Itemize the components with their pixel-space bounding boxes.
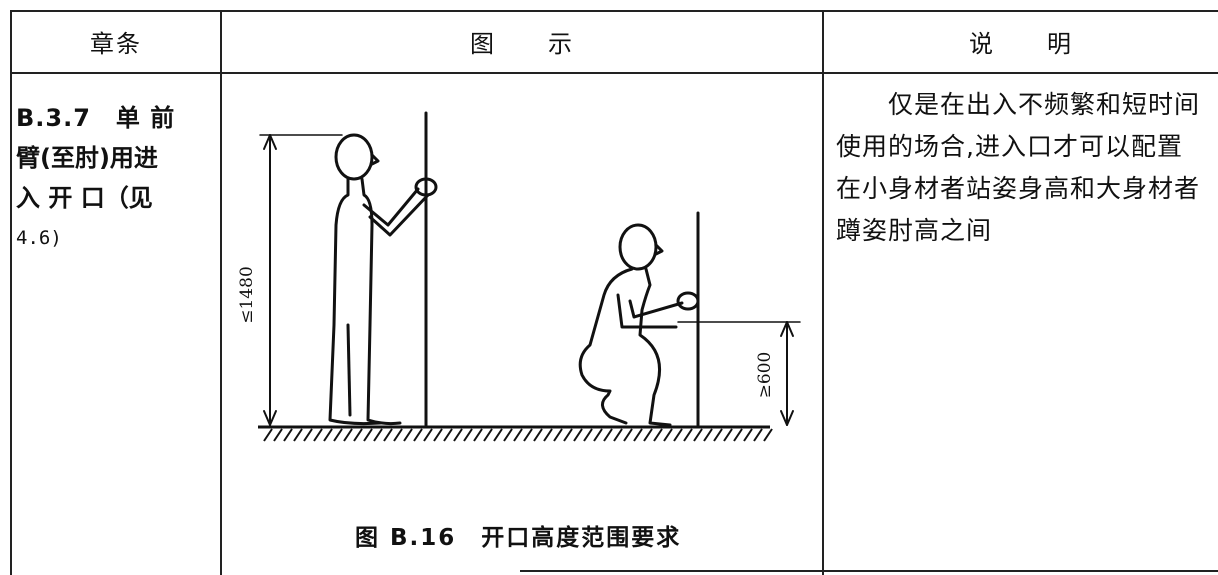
ground-hatch-mark (313, 428, 323, 442)
ground-hatch-mark (273, 428, 283, 442)
clause-line-1: B.3.7 单 前 (16, 104, 176, 132)
ground-hatch-mark (573, 428, 583, 442)
ground-hatch-mark (623, 428, 633, 442)
ground-hatch-mark (493, 428, 503, 442)
ground-hatch-mark (683, 428, 693, 442)
ground-hatch-mark (743, 428, 753, 442)
ground-hatch-mark (533, 428, 543, 442)
ground-hatch-mark (373, 428, 383, 442)
clause-line-4: 4.6) (16, 227, 62, 249)
ground-hatch-mark (413, 428, 423, 442)
ground-hatch-mark (593, 428, 603, 442)
ground-hatch-mark (353, 428, 363, 442)
ground-hatch-mark (293, 428, 303, 442)
ground-hatch-mark (603, 428, 613, 442)
ground-hatch-mark (633, 428, 643, 442)
left-border (10, 10, 12, 575)
ground-hatch-mark (613, 428, 623, 442)
ground-hatch-mark (753, 428, 763, 442)
ground-hatch-mark (403, 428, 413, 442)
ground-hatch-mark (473, 428, 483, 442)
ground-hatch-mark (323, 428, 333, 442)
clause-cell: B.3.7 单 前 臂(至肘)用进 入 开 口（见 4.6) (16, 98, 212, 258)
ground-hatch-mark (763, 428, 773, 442)
standing-person-figure (328, 133, 438, 426)
ground-hatch-mark (343, 428, 353, 442)
header-figure: 图 示 (470, 29, 574, 58)
ground-hatch-mark (643, 428, 653, 442)
clause-line-2: 臂(至肘)用进 (16, 144, 158, 172)
ground-hatch-mark (513, 428, 523, 442)
explanation-cell: 仅是在出入不频繁和短时间 使用的场合,进入口才可以配置 在小身材者站姿身高和大身… (836, 84, 1206, 252)
ground-hatch-mark (693, 428, 703, 442)
ground-hatch-mark (673, 428, 683, 442)
ground-hatch-mark (653, 428, 663, 442)
clause-line-3: 入 开 口（见 (16, 184, 153, 212)
ground-hatch-mark (503, 428, 513, 442)
ground-hatch-mark (463, 428, 473, 442)
ground-hatch-mark (303, 428, 313, 442)
ground-hatch-mark (443, 428, 453, 442)
top-border (10, 10, 1218, 12)
header-clause: 章条 (90, 29, 142, 58)
explanation-line-3: 在小身材者站姿身高和大身材者 (836, 174, 1201, 203)
explanation-line-4: 蹲姿肘高之间 (836, 216, 993, 245)
ground-hatch-mark (393, 428, 403, 442)
ground-hatch-mark (423, 428, 433, 442)
ground-hatch-mark (453, 428, 463, 442)
ground-hatch-mark (553, 428, 563, 442)
ground-hatch-mark (483, 428, 493, 442)
explanation-line-2: 使用的场合,进入口才可以配置 (836, 132, 1183, 161)
ground-hatch-mark (543, 428, 553, 442)
ground-hatch-mark (583, 428, 593, 442)
explanation-line-1: 仅是在出入不频繁和短时间 (836, 90, 1201, 119)
ground-hatch-mark (663, 428, 673, 442)
ground-hatch-mark (703, 428, 713, 442)
column-divider-2 (822, 10, 824, 575)
ground-hatch-mark (523, 428, 533, 442)
ground-hatch-mark (333, 428, 343, 442)
ground-line (258, 425, 773, 442)
bottom-border-partial (520, 570, 1218, 572)
header-divider (10, 72, 1218, 74)
column-divider-1 (220, 10, 222, 575)
ground-hatch-mark (363, 428, 373, 442)
header-explanation: 说 明 (969, 29, 1073, 58)
ground-hatch-mark (733, 428, 743, 442)
standing-height-label: ≤1480 (237, 266, 257, 324)
ground-hatch-mark (263, 428, 273, 442)
opening-height-figure: ≤1480 ≥600 (237, 111, 801, 442)
ground-hatch-mark (433, 428, 443, 442)
ground-hatch-mark (563, 428, 573, 442)
ground-hatch-mark (723, 428, 733, 442)
ground-hatch-mark (283, 428, 293, 442)
crouching-person-figure (578, 223, 700, 427)
ground-hatch-mark (713, 428, 723, 442)
crouch-height-label: ≥600 (755, 352, 775, 399)
figure-caption: 图 B.16 开口高度范围要求 (355, 525, 682, 551)
ground-hatch-mark (383, 428, 393, 442)
